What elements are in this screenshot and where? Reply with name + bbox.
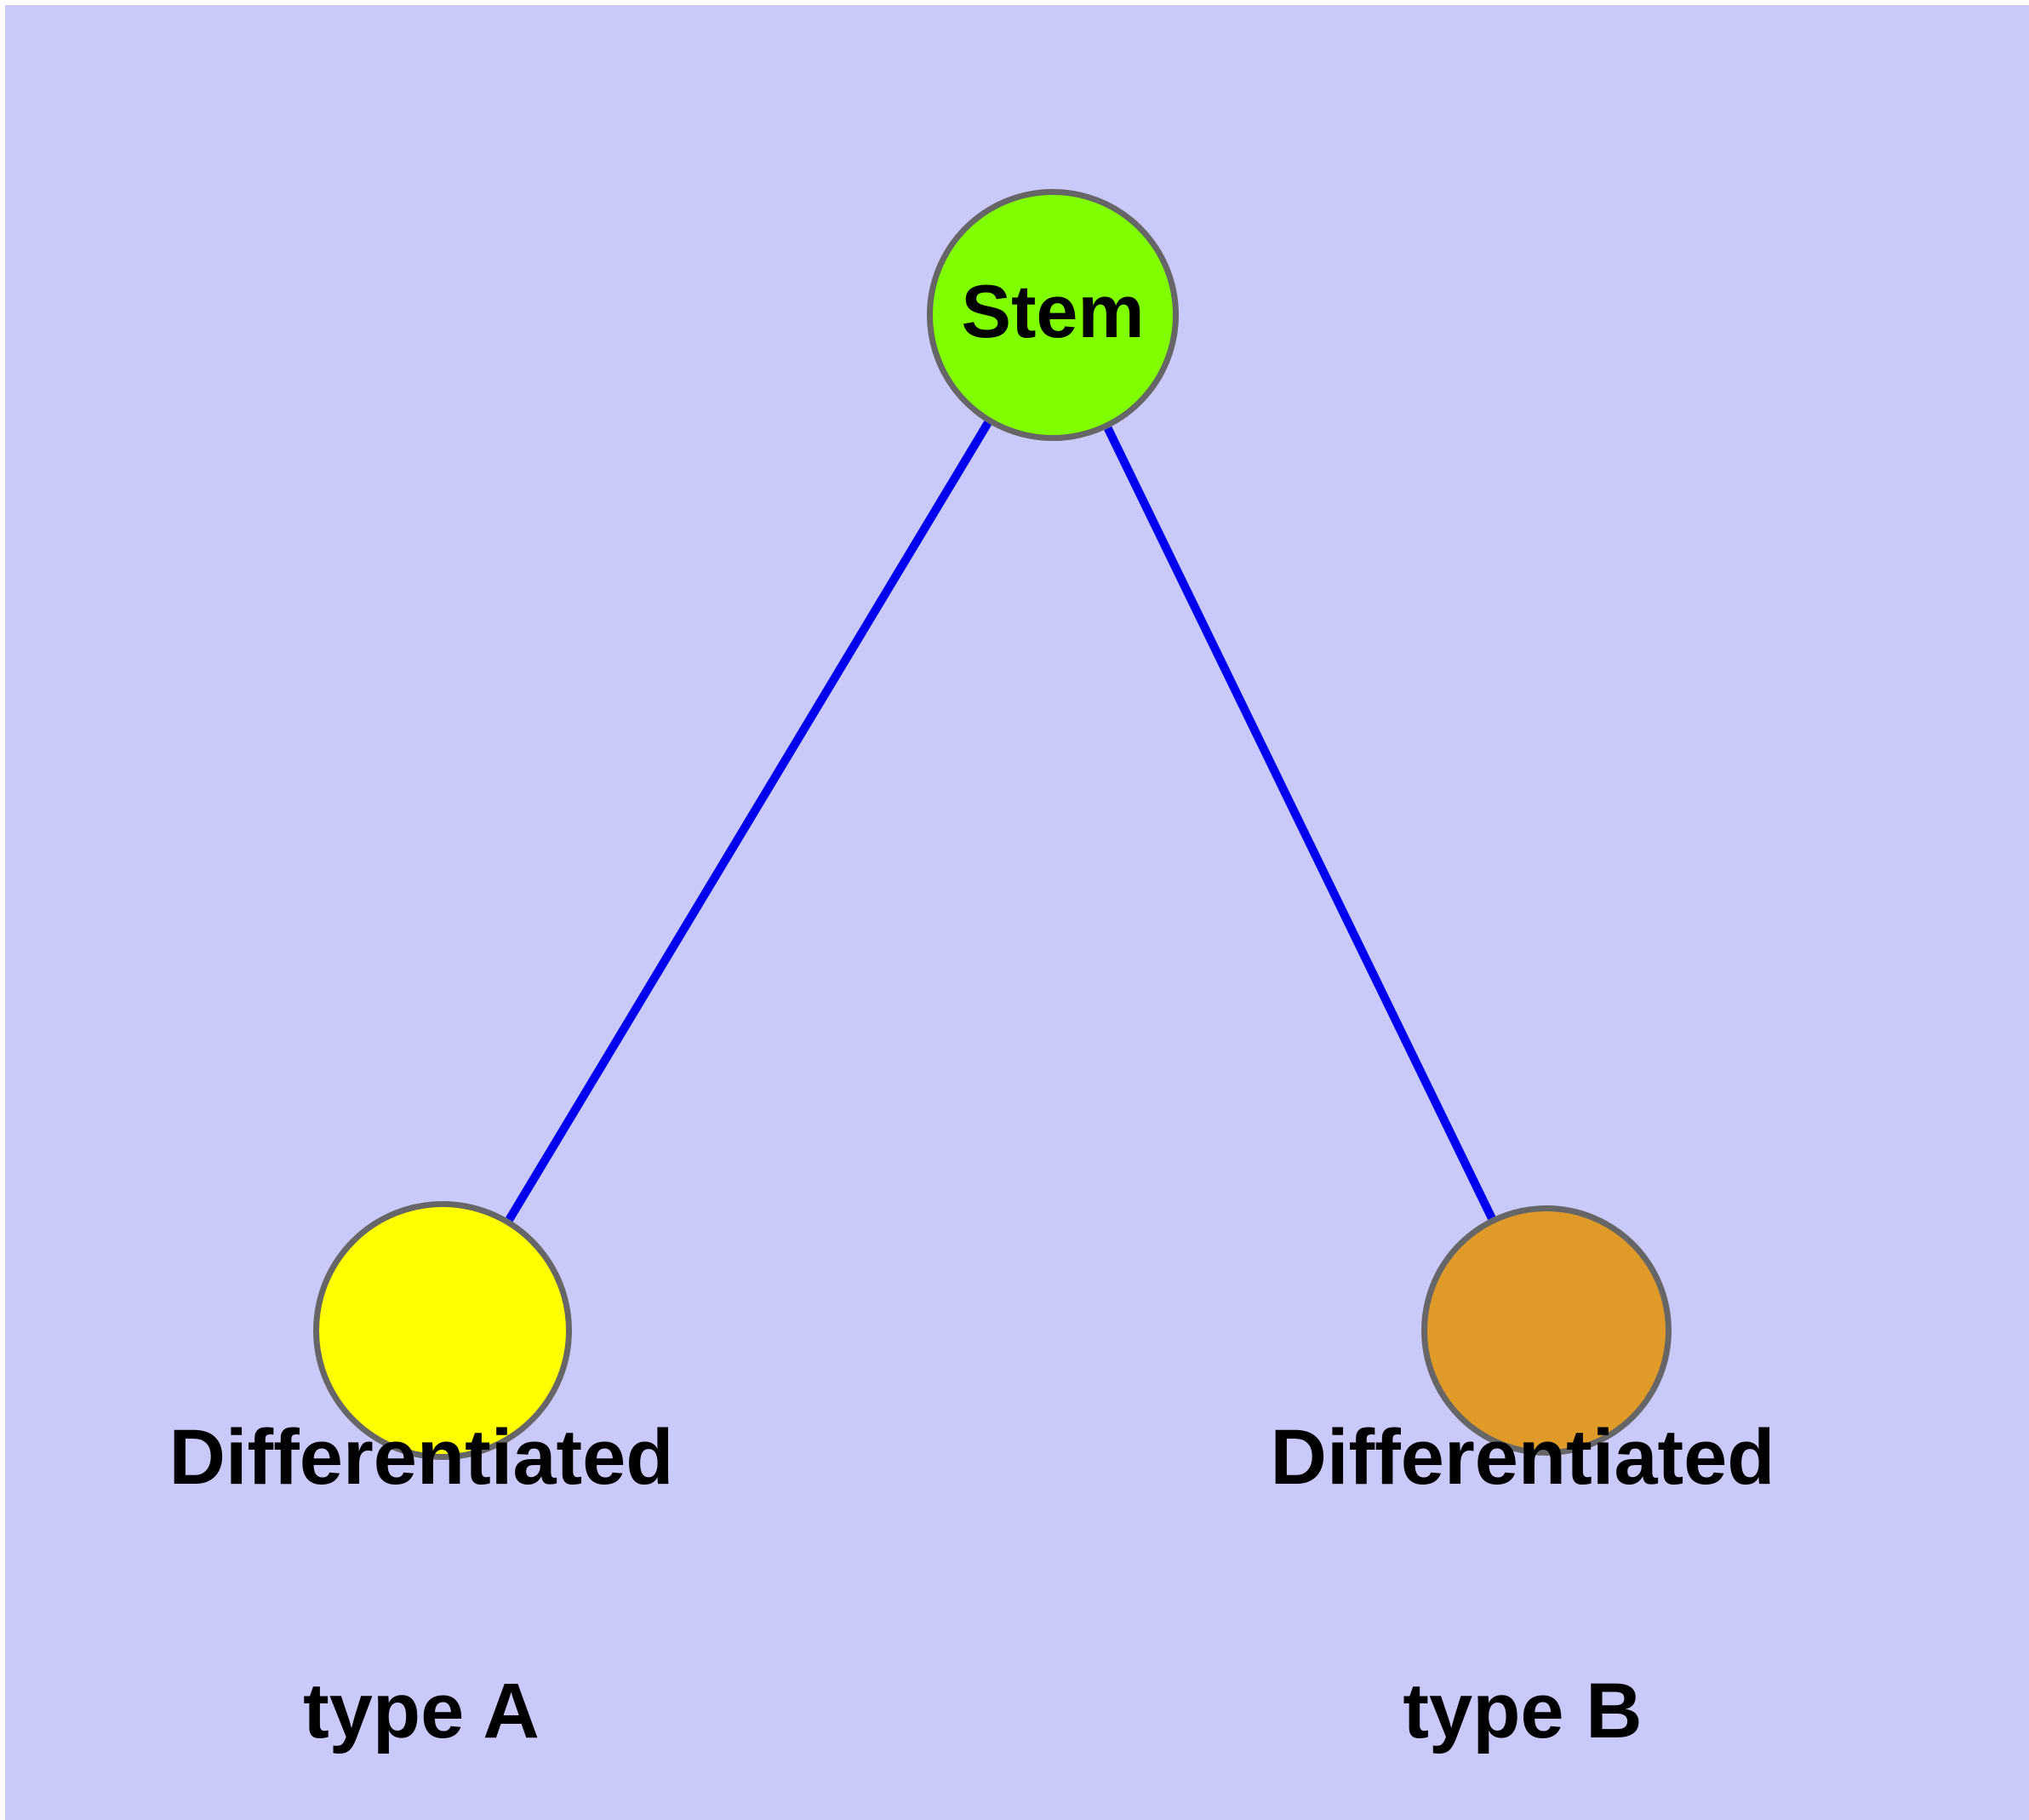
edge-layer (506, 421, 1496, 1222)
node-differentiated-type-a[interactable] (313, 1201, 572, 1460)
node-layer (313, 189, 1672, 1460)
node-stem[interactable] (927, 189, 1179, 441)
edge-stem-to-differentiated-type-a[interactable] (506, 421, 992, 1222)
edge-stem-to-differentiated-type-b[interactable] (1104, 426, 1496, 1220)
node-differentiated-type-b[interactable] (1421, 1205, 1672, 1456)
